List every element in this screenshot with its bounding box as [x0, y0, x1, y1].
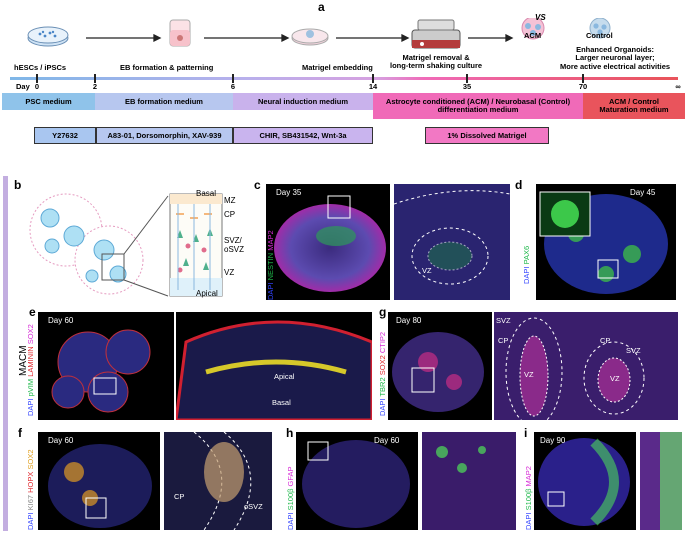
panel-f-overview-image: Day 60 — [38, 432, 160, 530]
panel-f-stains: DAPI KI67 HOPX SOX2 — [26, 449, 35, 530]
step-enhanced-organoids: Enhanced Organoids: Larger neuronal laye… — [560, 45, 671, 71]
panel-g-cp-1: CP — [498, 336, 509, 345]
day-infinity: ∞ — [675, 82, 681, 91]
panel-i-label: i — [524, 426, 528, 440]
panel-e-stains: DAPI pVIM LAMININ SOX2 — [26, 324, 35, 416]
stain-dapi: DAPI — [266, 282, 275, 300]
panel-g-zoom-image: SVZ CP VZ CP SVZ VZ — [494, 312, 678, 420]
panel-e-apical: Apical — [274, 372, 295, 381]
panel-a-label: a — [318, 0, 325, 14]
day-6: 6 — [230, 82, 236, 91]
panel-e-day: Day 60 — [48, 316, 74, 325]
panel-g-svz-1: SVZ — [496, 316, 511, 325]
panel-f-zoom-image: CP oSVZ — [164, 432, 272, 530]
panel-c-stains: DAPI NESTIN MAP2 — [266, 230, 275, 300]
panel-e-label: e — [29, 305, 36, 319]
media-maturation: ACM / Control Maturation medium — [583, 93, 685, 119]
acm-label: ACM — [524, 31, 542, 40]
panel-g-vz-1: VZ — [524, 370, 534, 379]
panel-i-day: Day 90 — [540, 436, 566, 445]
panel-c-day: Day 35 — [276, 188, 302, 197]
control-organoid-icon — [589, 18, 611, 39]
panel-c-zoom-image: VZ — [394, 184, 510, 300]
embedding-dish-icon — [291, 28, 329, 46]
media-neural: Neural induction medium — [233, 93, 373, 110]
layer-apical: Apical — [196, 289, 218, 298]
control-label: Control — [586, 31, 613, 40]
timeline — [10, 74, 678, 83]
vs-label: VS — [535, 13, 546, 22]
organoid-schematic — [29, 193, 223, 297]
additive-neural: CHIR, SB431542, Wnt-3a — [233, 127, 373, 144]
panel-g-vz-2: VZ — [610, 374, 620, 383]
panel-f-osvz: oSVZ — [244, 502, 263, 511]
panel-f-cp: CP — [174, 492, 185, 501]
day-14: 14 — [368, 82, 378, 91]
media-acm: Astrocyte conditioned (ACM) / Neurobasal… — [373, 93, 583, 119]
additive-y27632: Y27632 — [34, 127, 96, 144]
tube-icon — [169, 19, 191, 47]
panel-g-stains: DAPI TBR2 SOX2 CTIP2 — [378, 331, 387, 416]
layer-cp: CP — [224, 210, 236, 219]
panel-h-zoom-image — [422, 432, 516, 530]
panel-i-stains: DAPI S100β MAP2 — [524, 466, 533, 530]
petri-dish-icon — [27, 26, 69, 47]
layer-basal: Basal — [196, 189, 217, 198]
day-35: 35 — [462, 82, 472, 91]
layer-mz: MZ — [224, 196, 236, 205]
acm-organoid-icon — [521, 18, 545, 40]
panel-h-stains: DAPI S100β GFAP — [286, 466, 295, 530]
media-psc: PSC medium — [2, 93, 95, 110]
panel-c-overview-image: Day 35 — [266, 184, 390, 300]
panel-b-label: b — [14, 178, 22, 192]
panel-c-vz: VZ — [422, 266, 432, 275]
day-label: Day — [16, 82, 30, 91]
panel-c-label: c — [254, 178, 261, 192]
panel-f-day: Day 60 — [48, 436, 74, 445]
additive-eb: A83-01, Dorsomorphin, XAV-939 — [96, 127, 233, 144]
panel-g-overview-image: Day 80 — [388, 312, 492, 420]
stain-map2: MAP2 — [266, 230, 275, 251]
day-70: 70 — [578, 82, 588, 91]
protocol-icons — [27, 18, 611, 49]
layer-vz: VZ — [224, 268, 235, 277]
panel-h-label: h — [286, 426, 294, 440]
day-0: 0 — [34, 82, 40, 91]
panel-d-label: d — [515, 178, 523, 192]
step-hescs: hESCs / iPSCs — [14, 63, 67, 72]
panel-e-basal: Basal — [272, 398, 291, 407]
media-eb: EB formation medium — [95, 93, 233, 110]
stain-nestin: NESTIN — [266, 252, 275, 281]
day-2: 2 — [92, 82, 98, 91]
panel-d-stains: DAPI PAX6 — [522, 245, 531, 284]
panel-e-zoom-image: Apical Basal — [176, 312, 372, 420]
panel-g-day: Day 80 — [396, 316, 422, 325]
panel-e-overview-image: Day 60 — [38, 312, 174, 420]
layer-svz: SVZ/ oSVZ — [224, 236, 245, 254]
panel-g-label: g — [379, 305, 387, 319]
step-matrigel-embedding: Matrigel embedding — [302, 63, 373, 72]
step-shaking-culture: Matrigel removal & long-term shaking cul… — [390, 53, 483, 71]
panel-d-image: Day 45 — [536, 184, 676, 300]
panel-f-label: f — [18, 426, 22, 440]
panel-i-zoom-image — [640, 432, 682, 530]
shaker-icon — [411, 19, 461, 49]
panel-h-overview-image: Day 60 — [296, 432, 418, 530]
panel-h-day: Day 60 — [374, 436, 400, 445]
panel-d-day: Day 45 — [630, 188, 656, 197]
panel-g-svz-2: SVZ — [626, 346, 641, 355]
panel-g-cp-2: CP — [600, 336, 611, 345]
side-bar — [3, 176, 8, 531]
additive-matrigel: 1% Dissolved Matrigel — [425, 127, 549, 144]
panel-i-overview-image: Day 90 — [534, 432, 636, 530]
step-eb-formation: EB formation & patterning — [120, 63, 214, 72]
